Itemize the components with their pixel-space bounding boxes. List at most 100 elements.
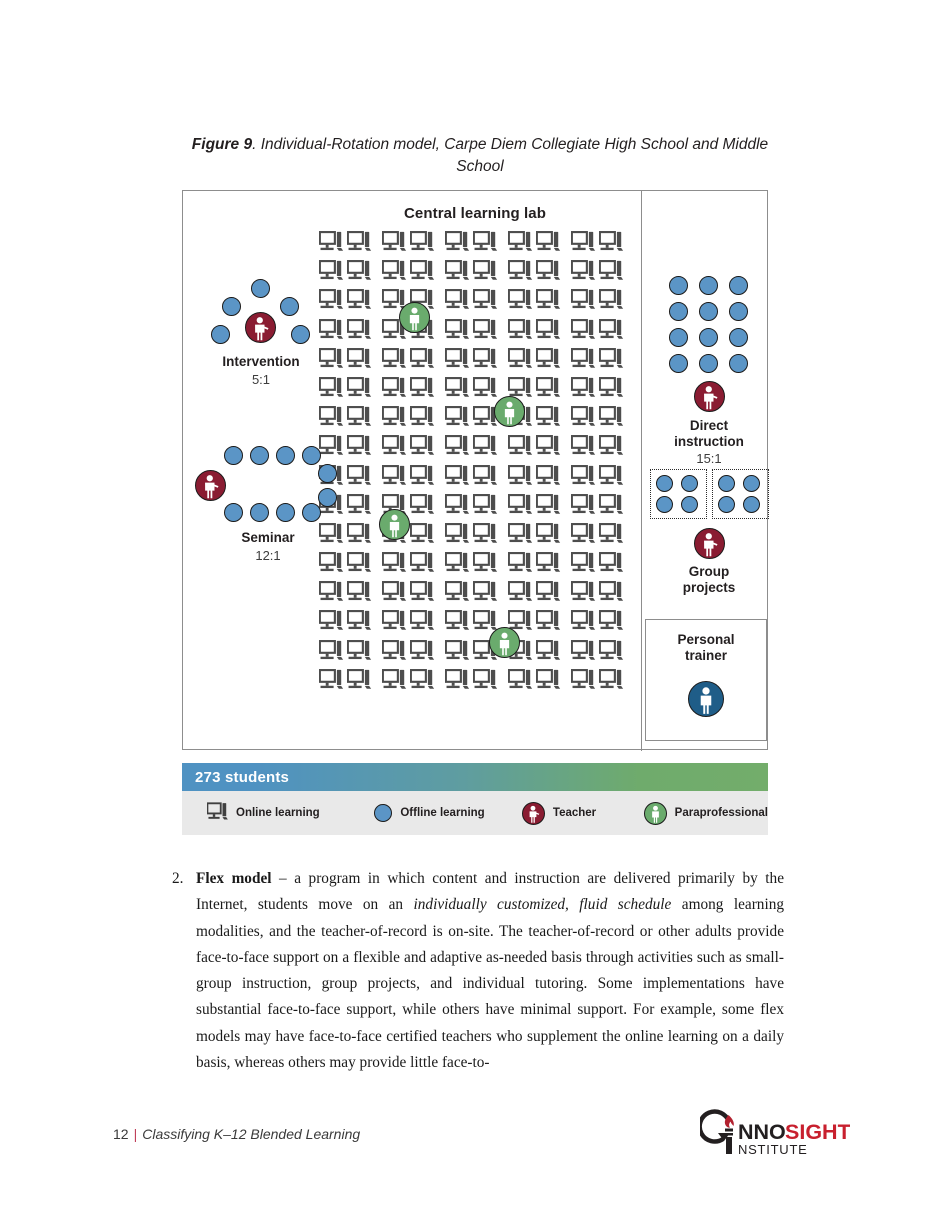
desktop-computer-icon [599, 289, 624, 310]
student-dot [668, 354, 688, 373]
student-dot [291, 325, 310, 344]
desktop-computer-icon [599, 347, 624, 368]
term-flex-model: Flex model [196, 870, 272, 887]
footer-separator: | [133, 1126, 138, 1142]
desktop-computer-icon [599, 406, 624, 426]
desktop-computer-icon [347, 464, 372, 485]
desktop-computer-icon [473, 347, 498, 368]
desktop-computer-icon [445, 668, 470, 689]
desktop-computer-icon [347, 552, 372, 572]
computer-pair [571, 493, 624, 520]
student-dot [276, 446, 295, 465]
seminar-label: Seminar [241, 530, 295, 545]
desktop-computer-icon [473, 318, 498, 339]
computer-pair [571, 231, 624, 257]
computer-pair [382, 435, 435, 461]
desktop-computer-icon [571, 464, 596, 485]
student-dot [276, 503, 295, 522]
desktop-computer-icon [445, 464, 470, 485]
desktop-computer-icon [319, 347, 344, 368]
computer-pair [508, 318, 561, 345]
computer-row [319, 464, 624, 491]
student-dot [742, 496, 760, 513]
computer-pair [571, 610, 624, 636]
computer-pair [382, 231, 435, 257]
desktop-computer-icon [508, 493, 533, 514]
legend-item-teacher: Teacher [521, 801, 638, 825]
desktop-computer-icon [571, 581, 596, 601]
computer-pair [445, 668, 498, 695]
desktop-computer-icon [445, 610, 470, 631]
figure-title: Central learning lab [403, 205, 547, 222]
teacher-person-icon [693, 528, 725, 559]
desktop-computer-icon [599, 493, 624, 514]
desktop-computer-icon [445, 347, 470, 368]
desktop-computer-icon [536, 581, 561, 601]
desktop-computer-icon [571, 376, 596, 397]
computer-pair [445, 347, 498, 374]
desktop-computer-icon [445, 289, 470, 310]
desktop-computer-icon [599, 231, 624, 251]
figure-legend: 273 students Online learning [182, 763, 768, 835]
student-dot [680, 496, 698, 513]
desktop-computer-icon [571, 668, 596, 689]
desktop-computer-icon [571, 639, 596, 660]
student-dot [224, 503, 243, 522]
group-projects-label-line2: projects [682, 579, 736, 595]
desktop-computer-icon [445, 406, 470, 426]
desktop-computer-icon [536, 522, 561, 543]
computer-pair [382, 347, 435, 374]
computer-pair [319, 639, 372, 666]
desktop-computer-icon [571, 552, 596, 572]
computer-pair [445, 610, 498, 636]
computer-row [319, 552, 624, 578]
desktop-computer-icon [508, 581, 533, 601]
legend-item-paraprofessional: Paraprofessional [643, 801, 768, 825]
student-dot [655, 496, 673, 513]
computer-pair [571, 347, 624, 374]
desktop-computer-icon [536, 318, 561, 339]
desktop-computer-icon [536, 406, 561, 426]
student-dot [668, 302, 688, 321]
desktop-computer-icon [473, 435, 498, 456]
desktop-computer-icon [571, 260, 596, 280]
desktop-computer-icon [599, 464, 624, 485]
desktop-computer-icon [382, 347, 407, 368]
desktop-computer-icon [571, 347, 596, 368]
figure-caption: Figure 9. Individual-Rotation model, Car… [190, 134, 770, 178]
desktop-computer-icon [599, 376, 624, 397]
student-dot [728, 302, 748, 321]
student-dot [728, 354, 748, 373]
computer-row [319, 435, 624, 461]
desktop-computer-icon [347, 522, 372, 543]
computer-pair [508, 464, 561, 491]
desktop-computer-icon [319, 376, 344, 397]
desktop-computer-icon [508, 260, 533, 280]
desktop-computer-icon [599, 522, 624, 543]
legend-label: Paraprofessional [674, 807, 768, 819]
student-dot [302, 446, 321, 465]
desktop-computer-icon [347, 435, 372, 456]
computer-pair [319, 464, 372, 491]
computer-pair [382, 581, 435, 607]
desktop-computer-icon [445, 493, 470, 514]
student-dot [698, 354, 718, 373]
intervention-label: Intervention [222, 354, 300, 369]
direct-instruction-teacher [653, 381, 765, 412]
paraprofessional-person-icon [379, 509, 410, 540]
computer-row [319, 639, 624, 666]
desktop-computer-icon [445, 639, 470, 660]
footer-page-number: 12 [113, 1126, 129, 1142]
footer-title: Classifying K–12 Blended Learning [142, 1126, 361, 1142]
computer-pair [319, 610, 372, 636]
desktop-computer-icon [508, 435, 533, 456]
desktop-computer-icon [347, 376, 372, 397]
student-dot [728, 328, 748, 347]
computer-pair [319, 581, 372, 607]
computer-pair [445, 289, 498, 315]
computer-pair [382, 610, 435, 636]
desktop-computer-icon [347, 610, 372, 631]
computer-pair [445, 376, 498, 403]
direct-instruction-label-line1: Direct [689, 418, 729, 433]
desktop-computer-icon [382, 581, 407, 601]
